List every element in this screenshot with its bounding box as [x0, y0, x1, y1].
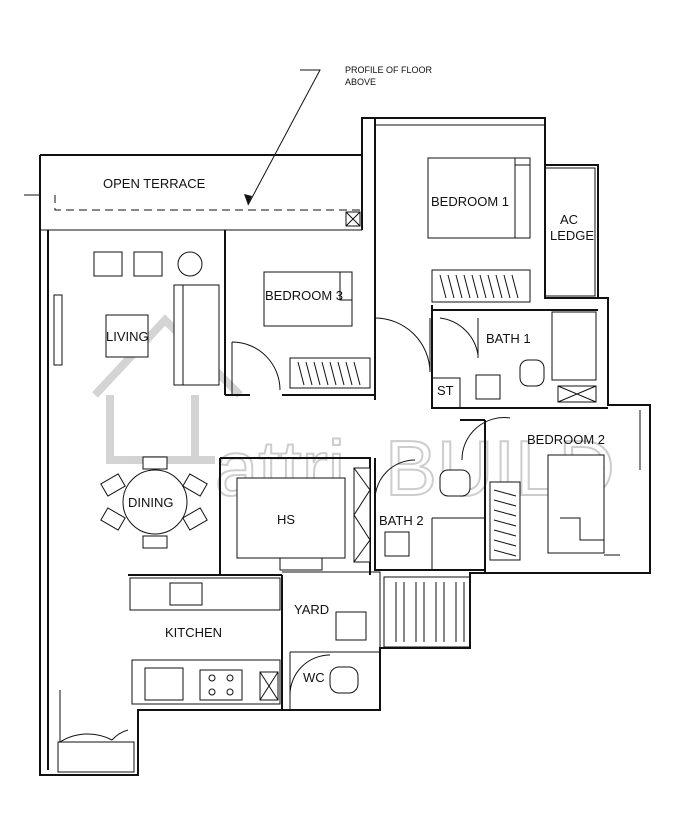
room-label-bedroom-2: BEDROOM 2	[527, 432, 605, 447]
room-label-yard: YARD	[294, 602, 329, 617]
exterior-walls	[24, 117, 651, 776]
bath-2: BATH 2	[353, 458, 486, 571]
basin-bath-1	[475, 374, 501, 400]
room-label-kitchen: KITCHEN	[165, 625, 222, 640]
room-label-living: LIVING	[106, 329, 149, 344]
household-shelter: HS	[219, 457, 371, 575]
kitchen-area: KITCHEN	[128, 574, 283, 710]
room-label-ac: AC	[560, 212, 578, 227]
wardrobe-2	[489, 481, 521, 561]
room-label-st: ST	[437, 383, 454, 398]
room-label-bedroom-1: BEDROOM 1	[431, 194, 509, 209]
room-label-ledge: LEDGE	[550, 228, 594, 243]
dining-area: DINING	[100, 456, 208, 549]
main-entrance	[57, 690, 135, 773]
living-area: LIVING	[53, 251, 220, 386]
kitchen-counter-top	[129, 577, 281, 611]
wc-area: WC	[289, 651, 380, 710]
armchair-left	[93, 251, 123, 277]
stove	[199, 669, 243, 701]
basin-bath-2	[384, 531, 410, 557]
fridge	[169, 582, 203, 606]
toilet-bath-1	[519, 359, 545, 387]
bed-2	[547, 454, 605, 554]
bath-1: BATH 1 ST	[431, 305, 608, 409]
floor-above-profile: PROFILE OF FLOOR ABOVE	[54, 65, 433, 227]
leader-arrow-icon	[244, 194, 252, 205]
room-label-bath-2: BATH 2	[379, 513, 424, 528]
bed-1	[427, 157, 531, 239]
sofa	[173, 284, 220, 386]
yard-sink	[335, 611, 367, 641]
room-label-bath-1: BATH 1	[486, 331, 531, 346]
tv-console	[53, 294, 63, 366]
toilet-bath-2	[439, 469, 471, 497]
drying-rack	[383, 576, 471, 648]
bedroom-3: BEDROOM 3	[224, 230, 376, 396]
bedroom-2: BEDROOM 2	[460, 410, 641, 573]
ac-ledge	[544, 167, 596, 297]
profile-label-line2: ABOVE	[345, 77, 376, 87]
profile-leader-line	[247, 69, 321, 206]
room-label-wc: WC	[303, 670, 325, 685]
coffee-table	[105, 314, 149, 358]
room-label-hs: HS	[277, 512, 295, 527]
room-label-open-terrace: OPEN TERRACE	[103, 176, 206, 191]
bed-3	[263, 271, 353, 327]
profile-dashed-line	[54, 195, 360, 211]
armchair-right	[133, 251, 163, 277]
room-label-bedroom-3: BEDROOM 3	[265, 288, 343, 303]
bedroom-1: BEDROOM 1	[374, 118, 608, 400]
toilet-wc	[329, 666, 359, 694]
yard-area: YARD	[282, 571, 471, 648]
room-label-dining: DINING	[128, 495, 174, 510]
side-table	[177, 251, 203, 277]
profile-label-line1: PROFILE OF FLOOR	[345, 65, 433, 75]
hs-room	[236, 477, 346, 559]
dining-table	[122, 469, 188, 535]
